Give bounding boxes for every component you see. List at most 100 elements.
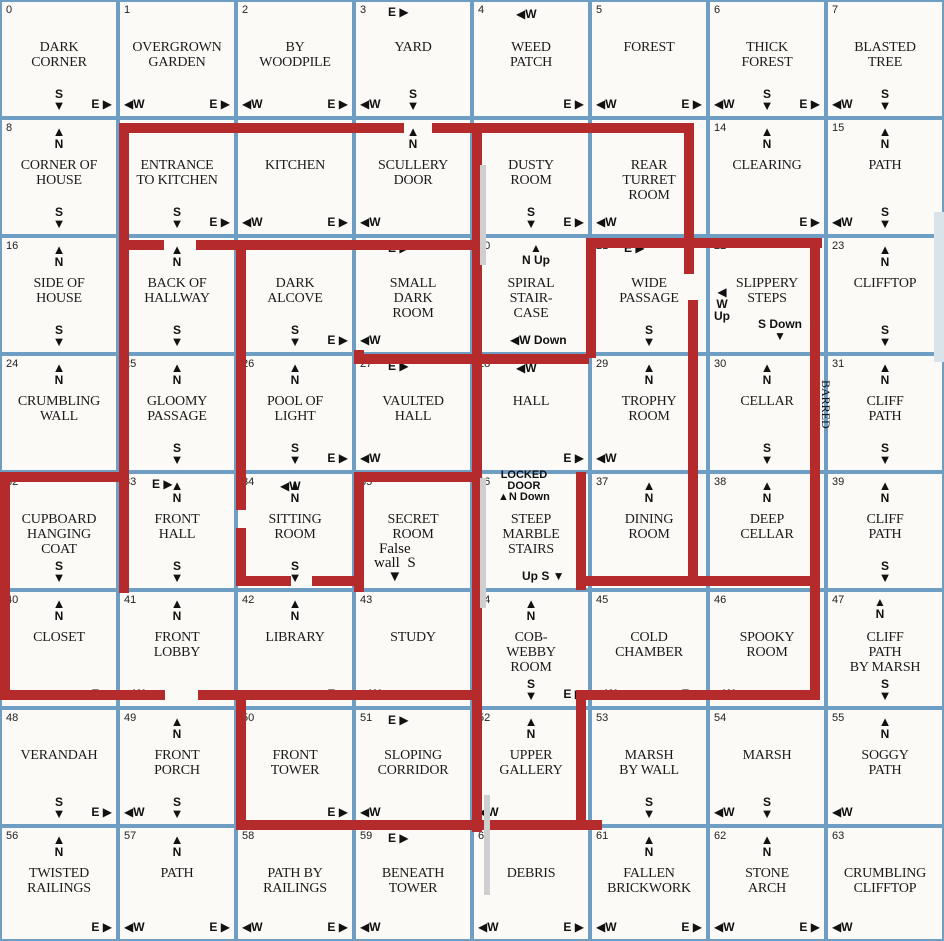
south-exit-arrow-icon[interactable]: S▼ <box>170 795 184 821</box>
south-exit-arrow-icon[interactable]: S▼ <box>52 795 66 821</box>
west-exit-arrow-icon[interactable]: ◀W <box>596 215 617 229</box>
west-exit-arrow-icon[interactable]: ◀W <box>596 451 617 465</box>
west-exit-arrow-icon[interactable]: ◀W <box>832 97 853 111</box>
south-exit-arrow-icon[interactable]: S▼ <box>170 205 184 231</box>
north-exit-arrow-icon[interactable]: ▲N <box>878 714 892 741</box>
east-exit-arrow-icon[interactable]: E ▶ <box>91 687 112 701</box>
east-exit-arrow-icon[interactable]: E ▶ <box>327 920 348 934</box>
west-exit-arrow-icon[interactable]: ◀W <box>832 920 853 934</box>
north-exit-arrow-icon[interactable]: ▲N <box>406 124 420 151</box>
south-exit-arrow-icon[interactable]: S▼ <box>170 323 184 349</box>
west-exit-arrow-icon[interactable]: ◀W <box>360 451 381 465</box>
east-exit-arrow-icon[interactable]: E ▶ <box>327 215 348 229</box>
west-exit-arrow-icon[interactable]: ◀W <box>360 920 381 934</box>
north-exit-arrow-icon[interactable]: ▲N <box>52 124 66 151</box>
east-exit-arrow-icon[interactable]: E ▶ <box>327 451 348 465</box>
north-exit-arrow-icon[interactable]: ▲N <box>878 242 892 269</box>
north-exit-arrow-icon[interactable]: ▲N <box>52 242 66 269</box>
east-exit-arrow-icon[interactable]: E ▶ <box>209 97 230 111</box>
south-exit-arrow-icon[interactable]: S▼ <box>524 677 538 703</box>
east-exit-arrow-icon[interactable]: E ▶ <box>327 97 348 111</box>
west-exit-arrow-icon[interactable]: ◀W <box>596 97 617 111</box>
east-exit-arrow-icon[interactable]: E ▶ <box>327 805 348 819</box>
north-exit-arrow-icon[interactable]: ▲N <box>288 478 302 505</box>
north-exit-arrow-icon[interactable]: ▲N <box>170 360 184 387</box>
north-exit-arrow-icon[interactable]: ▲N <box>524 596 538 623</box>
west-exit-arrow-icon[interactable]: ◀W <box>478 920 499 934</box>
north-exit-arrow-icon[interactable]: ▲N <box>878 360 892 387</box>
south-exit-arrow-icon[interactable]: S▼ <box>170 441 184 467</box>
west-exit-arrow-icon[interactable]: ◀W <box>478 805 499 819</box>
south-exit-arrow-icon[interactable]: S▼ <box>878 559 892 585</box>
north-exit-arrow-icon[interactable]: ▲N <box>52 596 66 623</box>
south-exit-arrow-icon[interactable]: S▼ <box>288 441 302 467</box>
west-exit-arrow-icon[interactable]: ◀W <box>360 333 381 347</box>
north-exit-arrow-icon[interactable]: ▲N <box>760 360 774 387</box>
west-exit-arrow-icon[interactable]: ◀W <box>124 687 145 701</box>
north-exit-arrow-icon[interactable]: ▲N <box>170 832 184 859</box>
north-exit-arrow-icon[interactable]: ▲N <box>642 832 656 859</box>
north-exit-arrow-icon[interactable]: ▲N <box>288 596 302 623</box>
west-exit-arrow-icon[interactable]: ◀W <box>242 215 263 229</box>
east-exit-arrow-icon[interactable]: E ▶ <box>327 333 348 347</box>
east-exit-arrow-icon[interactable]: E ▶ <box>563 97 584 111</box>
west-exit-arrow-icon[interactable]: ◀W <box>596 920 617 934</box>
east-exit-arrow-icon[interactable]: E ▶ <box>209 920 230 934</box>
south-exit-arrow-icon[interactable]: S▼ <box>878 441 892 467</box>
west-exit-arrow-icon[interactable]: ◀W <box>714 687 735 701</box>
north-exit-arrow-icon[interactable]: ▲N <box>642 360 656 387</box>
south-exit-arrow-icon[interactable]: S▼ <box>288 323 302 349</box>
north-exit-arrow-icon[interactable]: ▲N <box>170 478 184 505</box>
north-exit-arrow-icon[interactable]: ▲N <box>760 832 774 859</box>
west-exit-arrow-icon[interactable]: ◀W <box>360 215 381 229</box>
east-exit-arrow-icon[interactable]: E ▶ <box>327 687 348 701</box>
west-exit-arrow-icon[interactable]: ◀W <box>242 920 263 934</box>
east-exit-arrow-icon[interactable]: E ▶ <box>563 451 584 465</box>
south-exit-arrow-icon[interactable]: S▼ <box>642 795 656 821</box>
east-exit-arrow-icon[interactable]: E ▶ <box>681 687 702 701</box>
east-exit-arrow-icon[interactable]: E ▶ <box>91 97 112 111</box>
south-exit-arrow-icon[interactable]: S▼ <box>524 205 538 231</box>
north-exit-arrow-icon[interactable]: ▲N <box>52 360 66 387</box>
west-exit-arrow-icon[interactable]: ◀W <box>832 215 853 229</box>
south-exit-arrow-icon[interactable]: S▼ <box>52 87 66 113</box>
south-exit-arrow-icon[interactable]: S▼ <box>878 323 892 349</box>
south-exit-arrow-icon[interactable]: S▼ <box>52 559 66 585</box>
west-exit-arrow-icon[interactable]: ◀W <box>832 805 853 819</box>
